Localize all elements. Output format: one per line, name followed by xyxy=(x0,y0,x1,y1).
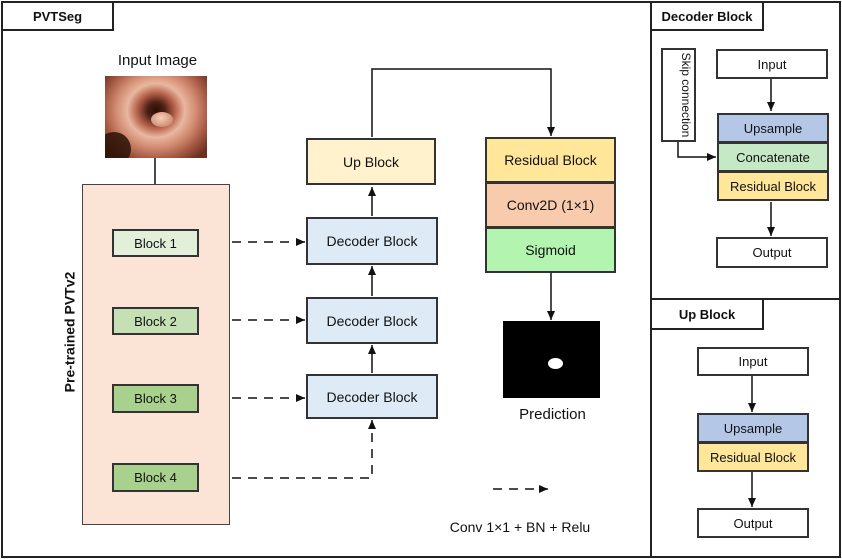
decoder-block-3: Decoder Block xyxy=(306,374,438,419)
input-image xyxy=(105,76,207,158)
ub-output: Output xyxy=(697,508,809,538)
head-residual-block: Residual Block xyxy=(485,137,616,183)
prediction-label: Prediction xyxy=(519,406,586,423)
decoder-block-1: Decoder Block xyxy=(306,217,438,265)
up-block-panel-title: Up Block xyxy=(650,298,764,330)
arrow-db-skip-to-concat xyxy=(677,141,716,161)
db-residual-block: Residual Block xyxy=(717,171,829,201)
head-conv2d: Conv2D (1×1) xyxy=(485,182,616,228)
db-concatenate: Concatenate xyxy=(717,142,829,172)
encoder-block-2: Block 2 xyxy=(112,307,199,335)
pvtseg-title: PVTSeg xyxy=(1,1,114,31)
ub-residual-block: Residual Block xyxy=(697,442,809,472)
db-skip-connection-box xyxy=(661,48,696,142)
decoder-block-panel-title: Decoder Block xyxy=(650,1,764,31)
input-image-polyp xyxy=(151,112,173,127)
input-image-label: Input Image xyxy=(117,52,198,69)
encoder-block-1: Block 1 xyxy=(112,229,199,257)
db-input: Input xyxy=(716,49,828,79)
legend-text: Conv 1×1 + BN + Relu xyxy=(449,519,591,535)
db-skip-connection-label: Skip connection xyxy=(679,52,693,138)
db-output: Output xyxy=(716,237,828,268)
head-sigmoid: Sigmoid xyxy=(485,227,616,273)
encoder-block-4: Block 4 xyxy=(112,463,199,492)
db-upsample: Upsample xyxy=(717,113,829,143)
prediction-mask xyxy=(503,321,600,398)
arrow-upblock-to-head xyxy=(371,68,555,137)
ub-upsample: Upsample xyxy=(697,413,809,443)
decoder-block-2: Decoder Block xyxy=(306,297,438,344)
encoder-label: Pre-trained PVTv2 xyxy=(61,271,78,393)
up-block: Up Block xyxy=(306,138,436,185)
skip-block4-decoder3 xyxy=(200,420,376,479)
prediction-mask-blob xyxy=(548,358,563,369)
encoder-block-3: Block 3 xyxy=(112,384,199,413)
ub-input: Input xyxy=(697,347,809,376)
